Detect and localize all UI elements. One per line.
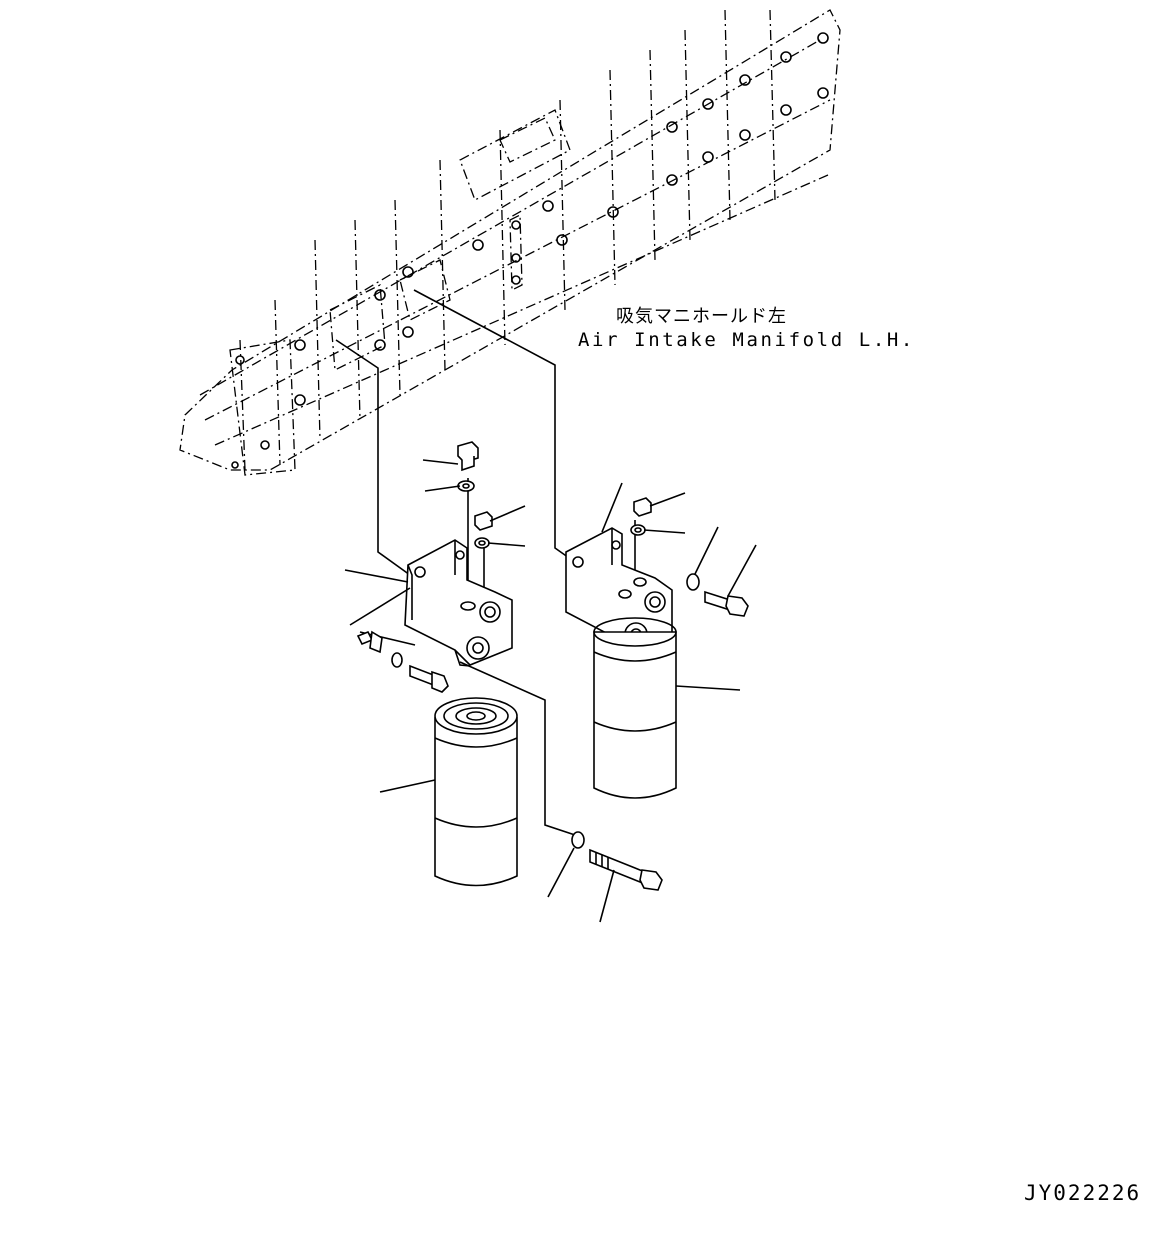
right-filter-cartridge [593,617,677,799]
manifold-label-english: Air Intake Manifold L.H. [578,329,915,351]
air-intake-manifold [179,9,841,476]
drawing-code-label: JY022226 [1024,1181,1142,1205]
left-filter-head [404,539,513,667]
left-filter-cartridge [434,697,518,887]
manifold-label-japanese: 吸気マニホールド左 [616,306,787,327]
leader-lines [344,459,757,923]
fasteners [356,441,749,891]
